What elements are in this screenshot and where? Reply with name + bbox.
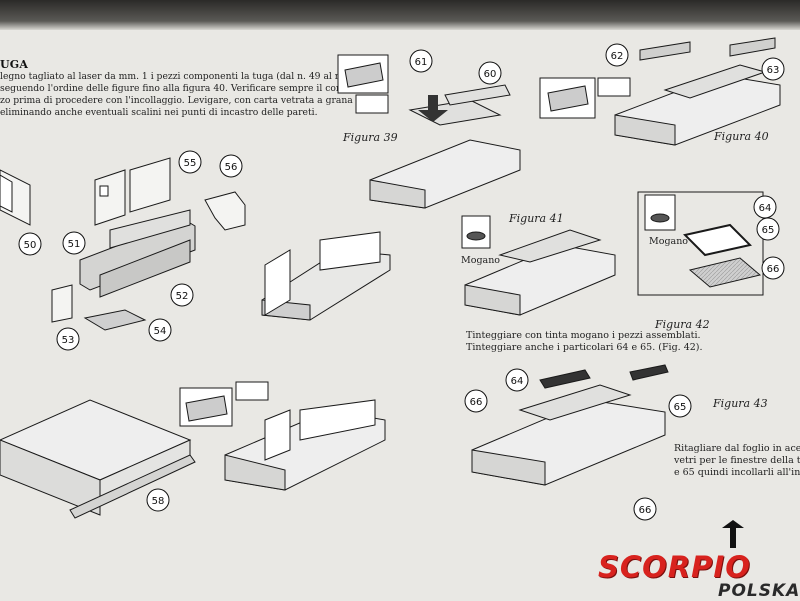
part-number-56 [148,318,172,342]
part-55-drawing [51,284,73,323]
part-number-text: 61 [415,57,428,68]
part-number-66 [633,497,657,521]
figure-39-drawing [369,84,521,209]
part-number-text: 65 [674,402,687,413]
clamp-icon [539,77,596,119]
part-number-65 [756,217,780,241]
part-number-51 [62,231,86,255]
figure-39-label: Figura 39 [343,131,398,144]
part-number-text: 55 [184,158,197,169]
part-number-text: 52 [176,291,189,302]
part-number-text: 64 [759,203,772,214]
part-54-drawing [204,191,246,231]
logo-brand: SCORPIO [598,550,751,584]
caption-line: e 65 quindi incollarli all'interno [674,467,800,478]
part-number-text: 64 [511,376,524,387]
up-arrow-icon [722,520,744,548]
part-number-text: 53 [62,335,75,346]
intro-text: legno tagliato al laser da mm. 1 i pezzi… [0,71,384,119]
caption-line: Ritagliare dal foglio in acetato tr [674,443,800,454]
part-number-52 [170,283,194,307]
figure-42-drawing [637,191,764,296]
part-number-66 [761,256,785,280]
part-number-text: 66 [470,397,483,408]
part-number-64 [505,368,529,392]
part-number-text: 66 [639,505,652,516]
figure-43-drawing [471,364,669,486]
figure-40-drawing [614,37,781,146]
part-number-61 [409,49,433,73]
part-number-text: 50 [24,240,37,251]
part-number-62 [605,43,629,67]
part-number-text: 63 [767,65,780,76]
part-number-55 [56,327,80,351]
part-number-text: 65 [762,225,775,236]
mogano-label: Mogano [461,255,501,266]
logo-sub: POLSKA [718,581,800,601]
intro-line: legno tagliato al laser da mm. 1 i pezzi… [0,71,365,82]
part-number-text: 58 [152,496,165,507]
glue-icon [235,381,269,401]
part-number-60 [478,61,502,85]
page-top-shadow [0,0,800,30]
mogano-label: Mogano [649,236,689,247]
part-number-65 [668,394,692,418]
part-number-63 [761,57,785,81]
part-number-text: 60 [484,69,497,80]
scorpio-polska-logo: SCORPIO POLSKA [598,550,800,601]
glue-icon [597,77,631,97]
intro-line: eliminando anche eventuali scalini nei p… [0,107,318,118]
part-51-52-drawing [79,209,196,298]
part-number-text: 51 [68,239,81,250]
down-arrow-icon [418,95,448,122]
part-number-text: 62 [611,51,624,62]
part-number-text: 66 [767,264,780,275]
part-number-50 [18,232,42,256]
clamp-icon [337,54,389,94]
part-number-54 [219,154,243,178]
caption-line: vetri per le finestre della tuga e d [674,455,800,466]
figure-43-label: Figura 43 [713,397,768,410]
caption-line: Tinteggiare anche i particolari 64 e 65.… [466,342,703,353]
part-50-drawing [0,169,31,226]
part-number-53 [178,150,202,174]
figure-42-label: Figura 42 [655,318,710,331]
figure-40-label: Figura 40 [714,130,769,143]
glue-icon [355,94,389,114]
clamp-icon [179,387,233,427]
part-53-drawing [94,157,171,226]
part-56-drawing [83,309,147,331]
hull-frame-drawing [261,231,391,321]
part-number-text: 56 [225,162,238,173]
paint-can-icon [644,194,676,231]
section-title: UGA [0,58,29,71]
hull-bottom-drawing [224,399,386,491]
part-number-58 [146,488,170,512]
paint-can-icon [461,215,491,249]
figure-43-caption: Ritagliare dal foglio in acetato tr vetr… [674,443,800,479]
caption-line: Tinteggiare con tinta mogano i pezzi ass… [466,330,701,341]
part-number-66 [464,389,488,413]
assembly-58-drawing [0,399,196,519]
figure-41-drawing [464,229,616,316]
intro-line: zo prima di procedere con l'incollaggio.… [0,95,377,106]
figure-41-label: Figura 41 [509,212,564,225]
figure-41-caption: Tinteggiare con tinta mogano i pezzi ass… [466,330,703,354]
part-number-text: 54 [154,326,167,337]
intro-line: seguendo l'ordine delle figure fino alla… [0,83,384,94]
